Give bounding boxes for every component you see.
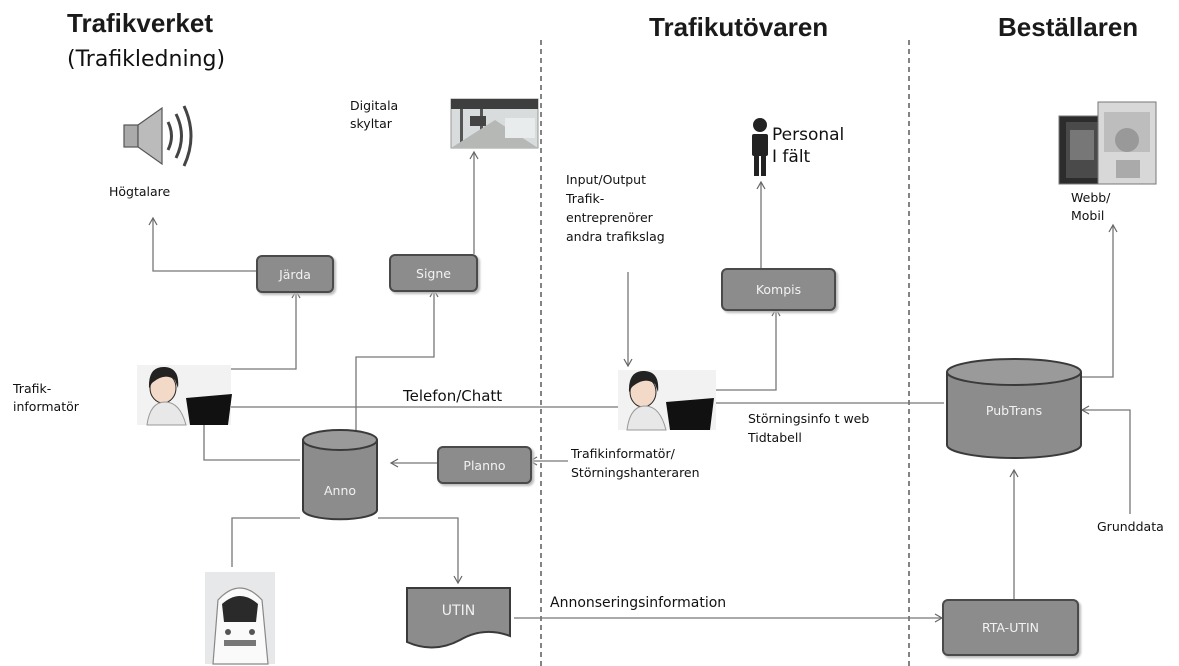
node-jarda: Järda — [256, 255, 334, 293]
speaker-icon — [123, 105, 193, 167]
digital-signs-image — [450, 98, 539, 149]
line-anno-utin — [378, 517, 463, 585]
header-trafikverket: Trafikverket — [67, 8, 213, 38]
label-storningshant-line1: Trafikinformatör/ — [571, 446, 675, 461]
label-grunddata: Grunddata — [1097, 519, 1164, 534]
train-image — [205, 572, 275, 665]
webb-mobil-image — [1058, 101, 1157, 185]
line-person-anno — [203, 425, 300, 461]
pubtrans-cylinder — [946, 358, 1082, 459]
label-input-line3: entreprenörer — [566, 210, 653, 225]
line-jarda-hogtalare — [148, 216, 256, 272]
label-input-line2: Trafik- — [566, 191, 605, 206]
label-trafikinformator-line1: Trafik- — [13, 381, 52, 396]
label-input-line1: Input/Output — [566, 172, 646, 187]
node-kompis: Kompis — [721, 268, 836, 311]
node-utin: UTIN — [441, 603, 476, 619]
label-storningsinfo-line2: Tidtabell — [748, 430, 802, 445]
label-personal-line2: I fält — [772, 147, 811, 167]
label-digitala-line2: skyltar — [350, 116, 392, 131]
node-planno: Planno — [437, 446, 532, 484]
node-signe: Signe — [389, 254, 478, 292]
line-anno-signe — [355, 288, 439, 430]
label-storningsinfo-line1: Störningsinfo t web — [748, 411, 870, 426]
label-digitala-line1: Digitala — [350, 98, 399, 113]
operator-left-image — [137, 365, 232, 426]
line-grunddata-pubtrans — [1080, 405, 1131, 514]
label-annonsering: Annonseringsinformation — [550, 595, 727, 611]
line-person-kompis — [716, 307, 781, 391]
line-pubtrans-webb — [1071, 223, 1118, 378]
label-trafikinformator-line2: informatör — [13, 399, 79, 414]
label-input-line4: andra trafikslag — [566, 229, 665, 244]
label-storningshant-line2: Störningshanteraren — [571, 465, 700, 480]
node-pubtrans: PubTrans — [985, 403, 1043, 418]
label-webb-line2: Mobil — [1071, 208, 1105, 223]
label-telefon-chatt: Telefon/Chatt — [403, 387, 503, 405]
line-anno-train — [231, 517, 300, 567]
node-rta-utin: RTA-UTIN — [942, 599, 1079, 656]
operator-center-image — [618, 370, 716, 431]
label-webb-line1: Webb/ — [1071, 190, 1111, 205]
utin-document — [406, 587, 511, 649]
anno-cylinder — [302, 429, 378, 521]
header-bestallaren: Beställaren — [998, 12, 1139, 42]
line-person-jarda — [231, 289, 301, 370]
header-trafikutovaren: Trafikutövaren — [649, 12, 829, 42]
header-trafikledning: (Trafikledning) — [67, 47, 226, 72]
label-hogtalare: Högtalare — [109, 184, 171, 199]
person-figure-icon — [752, 118, 768, 176]
label-personal-line1: Personal — [772, 125, 845, 145]
node-anno: Anno — [323, 483, 357, 498]
